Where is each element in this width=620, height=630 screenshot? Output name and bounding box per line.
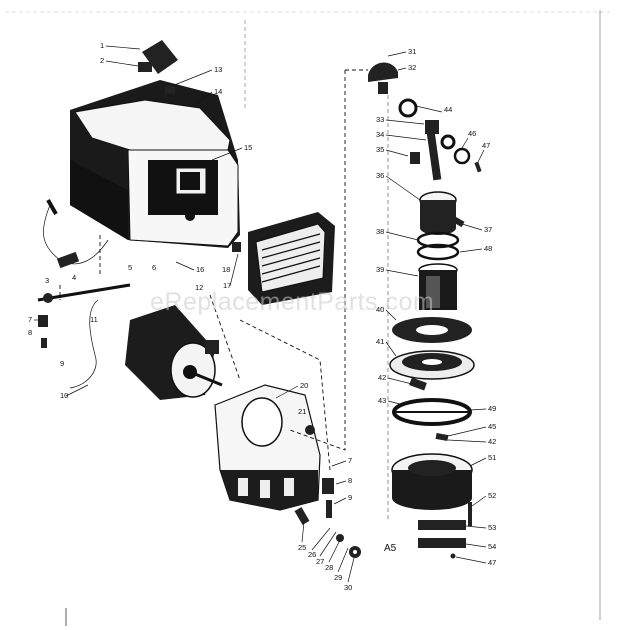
callout-label: 36 [376, 171, 384, 180]
bottom-right-fasteners [418, 502, 472, 559]
callout-label: 48 [484, 244, 492, 253]
power-cord [43, 199, 109, 269]
callout-label: 41 [376, 337, 384, 346]
callout-label: 47 [482, 141, 490, 150]
fitting-parts [398, 98, 482, 181]
callout-label: 28 [325, 563, 333, 572]
callout-label: 30 [344, 583, 352, 592]
assembly-code: A5 [384, 543, 397, 554]
callout-label: 12 [195, 283, 203, 292]
callout-label: 7 [28, 315, 32, 324]
ring-parts [416, 231, 460, 261]
callout-label: 32 [408, 63, 416, 72]
assembly-leaders [59, 20, 389, 520]
callout-label: 9 [348, 493, 352, 502]
callout-label: 39 [376, 265, 384, 274]
callout-label: 47 [488, 558, 496, 567]
callout-label: 7 [348, 456, 352, 465]
callout-label: 13 [214, 65, 222, 74]
callout-label: 29 [334, 573, 342, 582]
switch-linkage [37, 283, 131, 389]
callout-label: 14 [214, 87, 222, 96]
callout-label: 3 [45, 276, 49, 285]
callout-labels: 1 2 13 14 15 16 17 18 3 4 5 6 7 8 9 10 1… [28, 41, 496, 592]
callout-label: 20 [300, 381, 308, 390]
callout-label: 25 [298, 543, 306, 552]
grille-part [232, 212, 335, 305]
callout-label: 42 [488, 437, 496, 446]
motor-part [125, 305, 223, 400]
callout-label: 8 [348, 476, 352, 485]
callout-label: 16 [196, 265, 204, 274]
motor-housing-cover [70, 80, 240, 248]
callout-label: 8 [28, 328, 32, 337]
callout-label: 53 [488, 523, 496, 532]
callout-label: 27 [316, 557, 324, 566]
callout-label: 43 [378, 396, 386, 405]
bottom-fasteners [294, 507, 361, 558]
callout-label: 4 [72, 273, 76, 282]
vent-cap-part [368, 62, 398, 94]
callout-label: 17 [223, 281, 231, 290]
callout-label: 18 [222, 265, 230, 274]
callout-label: 49 [488, 404, 496, 413]
callout-label: 34 [376, 130, 384, 139]
callout-label: 40 [376, 305, 384, 314]
callout-label: 44 [444, 105, 452, 114]
callout-label: 5 [128, 263, 132, 272]
impeller-housing-part [391, 453, 473, 510]
callout-label: 42 [378, 373, 386, 382]
callout-label: 2 [100, 56, 104, 65]
callout-label: 11 [90, 315, 98, 324]
callout-label: 21 [298, 407, 306, 416]
callout-label: 9 [60, 359, 64, 368]
callout-label: 35 [376, 145, 384, 154]
callout-label: 54 [488, 542, 496, 551]
cylinder-part [419, 191, 465, 235]
callout-label: 31 [408, 47, 416, 56]
disc-parts [389, 317, 475, 441]
handle-part [138, 40, 178, 94]
callout-label: 15 [244, 143, 252, 152]
callout-label: 10 [60, 391, 68, 400]
callout-label: 51 [488, 453, 496, 462]
callout-label: 46 [468, 129, 476, 138]
callout-label: 38 [376, 227, 384, 236]
callout-label: 26 [308, 550, 316, 559]
callout-label: 52 [488, 491, 496, 500]
watermark: eReplacementParts.com [150, 288, 434, 316]
callout-label: 1 [100, 41, 104, 50]
callout-label: 37 [484, 225, 492, 234]
callout-label: 33 [376, 115, 384, 124]
callout-label: 6 [152, 263, 156, 272]
sleeve-part [418, 263, 458, 310]
callout-label: 45 [488, 422, 496, 431]
base-housing-part [214, 384, 334, 518]
